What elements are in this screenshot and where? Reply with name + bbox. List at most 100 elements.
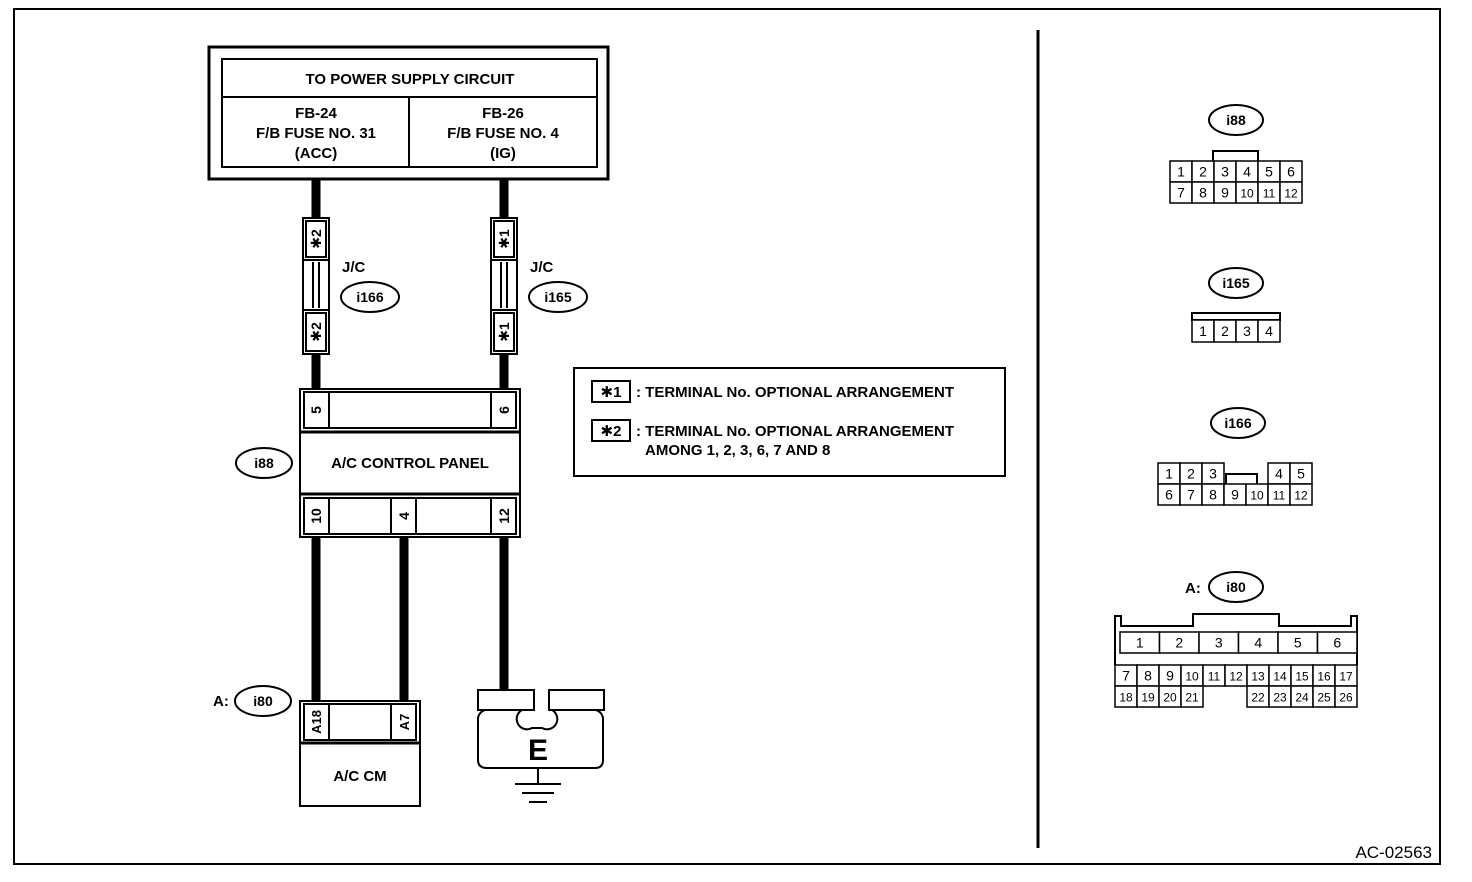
junction-i165-label: J/C	[530, 259, 554, 276]
panel-pin-5: 5	[308, 406, 324, 414]
i80-prefix: A:	[1185, 580, 1201, 597]
pin-number: 16	[1317, 670, 1331, 684]
legend-text-2: : TERMINAL No. OPTIONAL ARRANGEMENT	[636, 423, 954, 440]
fuse-left-line2: F/B FUSE NO. 31	[256, 125, 376, 142]
pin-number: 11	[1273, 489, 1286, 503]
panel-pin-6: 6	[496, 406, 512, 414]
cm-connector-tag	[234, 685, 292, 717]
junction-i165-tag	[528, 281, 588, 313]
fuse-right-line1: FB-26	[482, 105, 524, 122]
pin-number: 9	[1166, 668, 1174, 684]
pin-number: 21	[1185, 691, 1199, 705]
pin-number: 15	[1295, 670, 1309, 684]
junction-i165-mark-bottom: ✱1	[496, 322, 512, 342]
junction-i165: ✱1 ✱1 J/C i165	[490, 217, 588, 355]
pin-number: 25	[1317, 691, 1331, 705]
diagram-frame	[13, 8, 1441, 865]
pin-cell	[1316, 631, 1358, 654]
fuse-right-line3: (IG)	[490, 145, 516, 162]
pin-number: 10	[1185, 670, 1199, 684]
pin-number: 24	[1295, 691, 1309, 705]
pin-number: 3	[1221, 164, 1229, 180]
pin-cell	[1334, 685, 1358, 708]
pin-number: 23	[1273, 691, 1287, 705]
i165-label: i165	[1222, 275, 1249, 291]
ground-terminal: E	[477, 689, 605, 803]
pin-number: 26	[1339, 691, 1353, 705]
pin-number: 1	[1177, 164, 1185, 180]
pin-number: 6	[1287, 164, 1295, 180]
pin-number: 20	[1163, 691, 1177, 705]
pin-number: 19	[1141, 691, 1155, 705]
power-supply-box: TO POWER SUPPLY CIRCUIT FB-24 F/B FUSE N…	[207, 45, 610, 181]
ground-label: E	[528, 734, 548, 767]
pin-number: 13	[1251, 670, 1265, 684]
cm-name: A/C CM	[333, 768, 386, 785]
pin-number: 2	[1199, 164, 1207, 180]
panel-name: A/C CONTROL PANEL	[331, 455, 489, 472]
pin-number: 1	[1199, 323, 1207, 339]
pin-number: 11	[1208, 670, 1221, 684]
pin-number: 8	[1199, 185, 1207, 201]
junction-i166-label: J/C	[342, 259, 366, 276]
pin-number: 3	[1243, 323, 1251, 339]
fuse-left-line3: (ACC)	[295, 145, 338, 162]
legend-text-2b: AMONG 1, 2, 3, 6, 7 AND 8	[645, 442, 830, 459]
pin-cell	[1180, 685, 1204, 708]
pin-number: 3	[1209, 466, 1217, 482]
diagram-code: AC-02563	[1355, 843, 1432, 862]
pin-number: 22	[1251, 691, 1265, 705]
legend-box: ✱1 : TERMINAL No. OPTIONAL ARRANGEMENT ✱…	[573, 367, 1006, 477]
pin-number: 10	[1240, 187, 1254, 201]
pin-cell	[1257, 319, 1281, 343]
panel-pin-4: 4	[396, 512, 412, 520]
fuse-left-line1: FB-24	[295, 105, 337, 122]
panel-pin-12: 12	[496, 508, 512, 524]
pin-number: 11	[1263, 187, 1276, 201]
junction-i166-tag	[340, 281, 400, 313]
pin-number: 17	[1339, 670, 1353, 684]
panel-pin-10: 10	[308, 508, 324, 524]
junction-i165-connector: i165	[544, 289, 571, 305]
panel-connector: i88	[254, 455, 274, 471]
pin-number: 6	[1333, 635, 1341, 651]
ac-cm: A18 A7 A/C CM A: i80	[213, 685, 421, 807]
pin-number: 2	[1221, 323, 1229, 339]
junction-i166-mark-top: ✱2	[308, 229, 324, 249]
pin-number: 8	[1144, 668, 1152, 684]
legend-mark-2: ✱2	[601, 423, 622, 440]
pin-cell	[1279, 181, 1303, 204]
junction-i165-mark-top: ✱1	[496, 229, 512, 249]
pin-number: 7	[1122, 668, 1130, 684]
legend-text-1: : TERMINAL No. OPTIONAL ARRANGEMENT	[636, 384, 954, 401]
pin-number: 5	[1294, 635, 1302, 651]
pin-number: 1	[1136, 635, 1144, 651]
ac-control-panel: 5 6 A/C CONTROL PANEL 10 4 12 i88	[235, 388, 521, 538]
pin-number: 2	[1175, 635, 1183, 651]
wires	[311, 180, 509, 701]
cm-connector: i80	[253, 693, 273, 709]
pin-number: 1	[1165, 466, 1173, 482]
pin-cell	[1289, 483, 1313, 506]
pin-number: 7	[1187, 487, 1195, 503]
pin-number: 9	[1221, 185, 1229, 201]
cm-connector-prefix: A:	[213, 693, 229, 710]
pin-number: 4	[1254, 635, 1262, 651]
cm-pin-a7: A7	[397, 714, 412, 731]
junction-i166-mark-bottom: ✱2	[308, 322, 324, 342]
i166-label: i166	[1224, 415, 1251, 431]
pin-number: 8	[1209, 487, 1217, 503]
legend-mark-1: ✱1	[601, 384, 622, 401]
cm-pin-a18: A18	[309, 710, 324, 734]
pin-number: 6	[1165, 487, 1173, 503]
pin-number: 3	[1215, 635, 1223, 651]
panel-connector-tag	[235, 447, 293, 479]
junction-i166-connector: i166	[356, 289, 383, 305]
pin-number: 9	[1231, 487, 1239, 503]
pin-number: 4	[1275, 466, 1283, 482]
pin-number: 12	[1294, 489, 1308, 503]
